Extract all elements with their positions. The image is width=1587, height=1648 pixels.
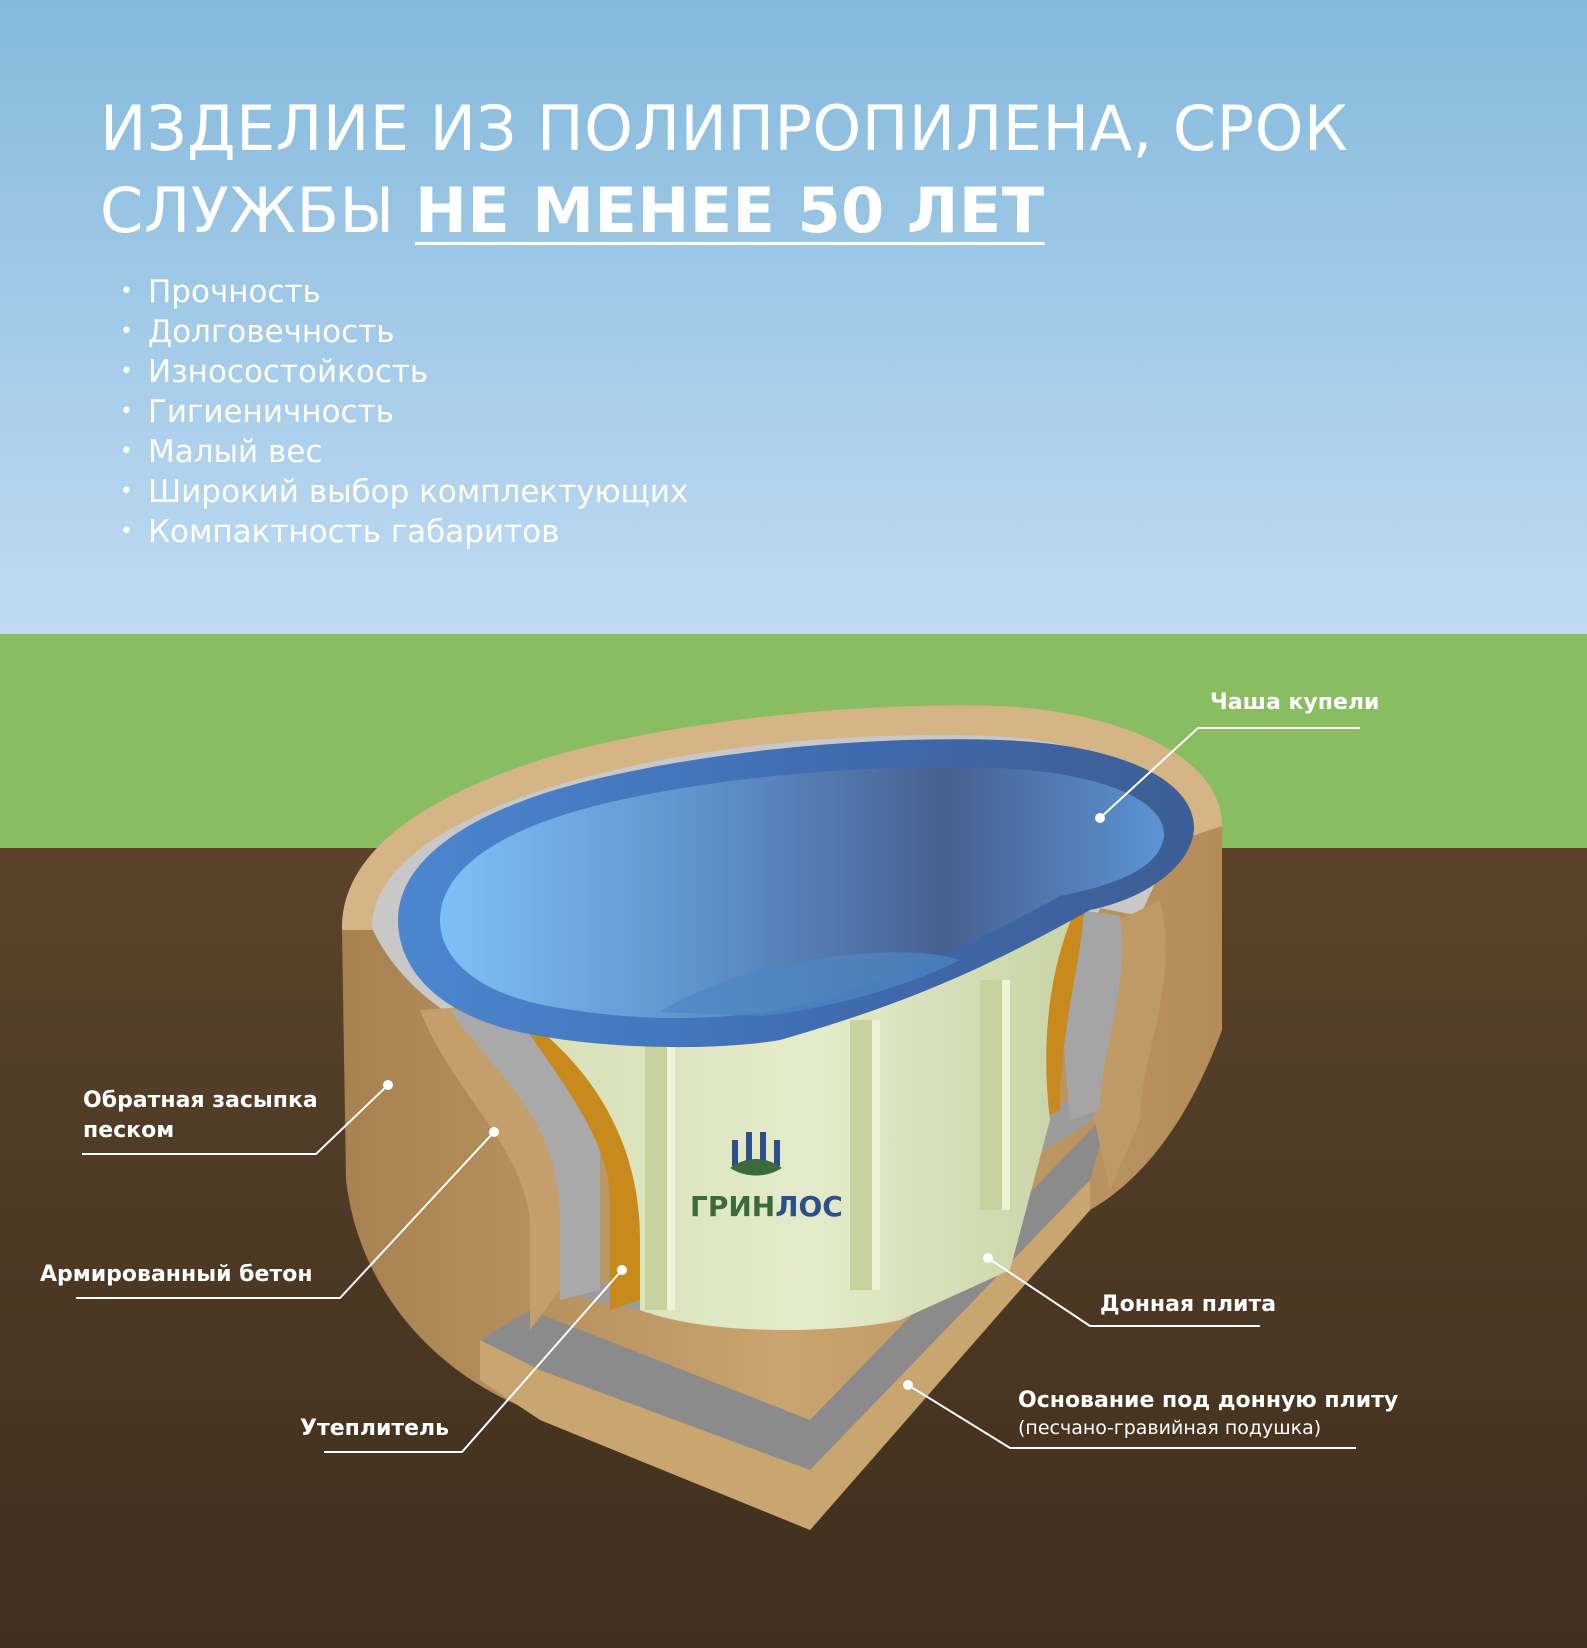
- callout-dots: [383, 813, 1105, 1390]
- feature-item: Малый вес: [120, 432, 688, 472]
- insulation-left: [520, 1010, 640, 1310]
- feature-item: Широкий выбор комплектующих: [120, 472, 688, 512]
- bowl-rib-highlights: [667, 980, 1010, 1310]
- label-base-line1: Основание под донную плиту: [1018, 1388, 1399, 1413]
- label-backfill-line1: Обратная засыпка: [83, 1088, 318, 1113]
- base-sand-layer: [480, 1180, 1090, 1530]
- callout-dot-base: [903, 1380, 913, 1390]
- logo-icon: [730, 1132, 782, 1176]
- sand-wall-right: [1090, 900, 1166, 1190]
- water-surface: [440, 767, 1165, 1018]
- label-insulation: Утеплитель: [300, 1416, 450, 1441]
- feature-list: Прочность Долговечность Износостойкость …: [120, 272, 688, 552]
- bowl-ribs: [645, 980, 1002, 1310]
- logo-text-part1: ГРИН: [690, 1190, 775, 1223]
- callout-line-insulation: [324, 1269, 623, 1453]
- callout-line-slab: [987, 1257, 1260, 1327]
- label-backfill: Обратная засыпка песком: [83, 1086, 318, 1146]
- label-bottom-slab: Донная плита: [1100, 1292, 1277, 1317]
- callout-line-concrete: [76, 1131, 495, 1299]
- logo-text: ГРИНЛОС: [690, 1190, 843, 1223]
- label-backfill-line2: песком: [83, 1118, 175, 1143]
- callout-dot-insulation: [617, 1265, 627, 1275]
- callout-line-base: [907, 1384, 1356, 1449]
- sand-rim: [341, 705, 1223, 930]
- label-concrete: Армированный бетон: [40, 1262, 313, 1287]
- feature-item: Компактность габаритов: [120, 512, 688, 552]
- label-bowl: Чаша купели: [1210, 690, 1380, 715]
- headline-line2-plain: СЛУЖБЫ: [100, 174, 415, 247]
- headline: ИЗДЕЛИЕ ИЗ ПОЛИПРОПИЛЕНА, СРОК СЛУЖБЫ НЕ…: [100, 88, 1520, 252]
- headline-line1: ИЗДЕЛИЕ ИЗ ПОЛИПРОПИЛЕНА, СРОК: [100, 92, 1349, 165]
- concrete-wall-left: [450, 1010, 600, 1300]
- callout-dot-backfill: [383, 1080, 393, 1090]
- label-base-line2: (песчано-гравийная подушка): [1018, 1417, 1322, 1439]
- callout-line-bowl: [1099, 727, 1360, 819]
- feature-item: Износостойкость: [120, 352, 688, 392]
- feature-item: Долговечность: [120, 312, 688, 352]
- water-bottom-curve: [660, 952, 960, 1016]
- logo-text-part2: ЛОС: [775, 1190, 843, 1223]
- callout-dot-bowl: [1095, 813, 1105, 823]
- callout-dot-concrete: [489, 1127, 499, 1137]
- callout-lines: [76, 727, 1360, 1453]
- bottom-slab: [480, 1110, 1110, 1470]
- feature-item: Гигиеничность: [120, 392, 688, 432]
- label-base: Основание под донную плиту (песчано-грав…: [1018, 1386, 1398, 1440]
- feature-item: Прочность: [120, 272, 688, 312]
- callout-dot-slab: [983, 1253, 993, 1263]
- headline-line2-accent: НЕ МЕНЕЕ 50 ЛЕТ: [414, 174, 1045, 247]
- callout-line-backfill: [82, 1084, 389, 1155]
